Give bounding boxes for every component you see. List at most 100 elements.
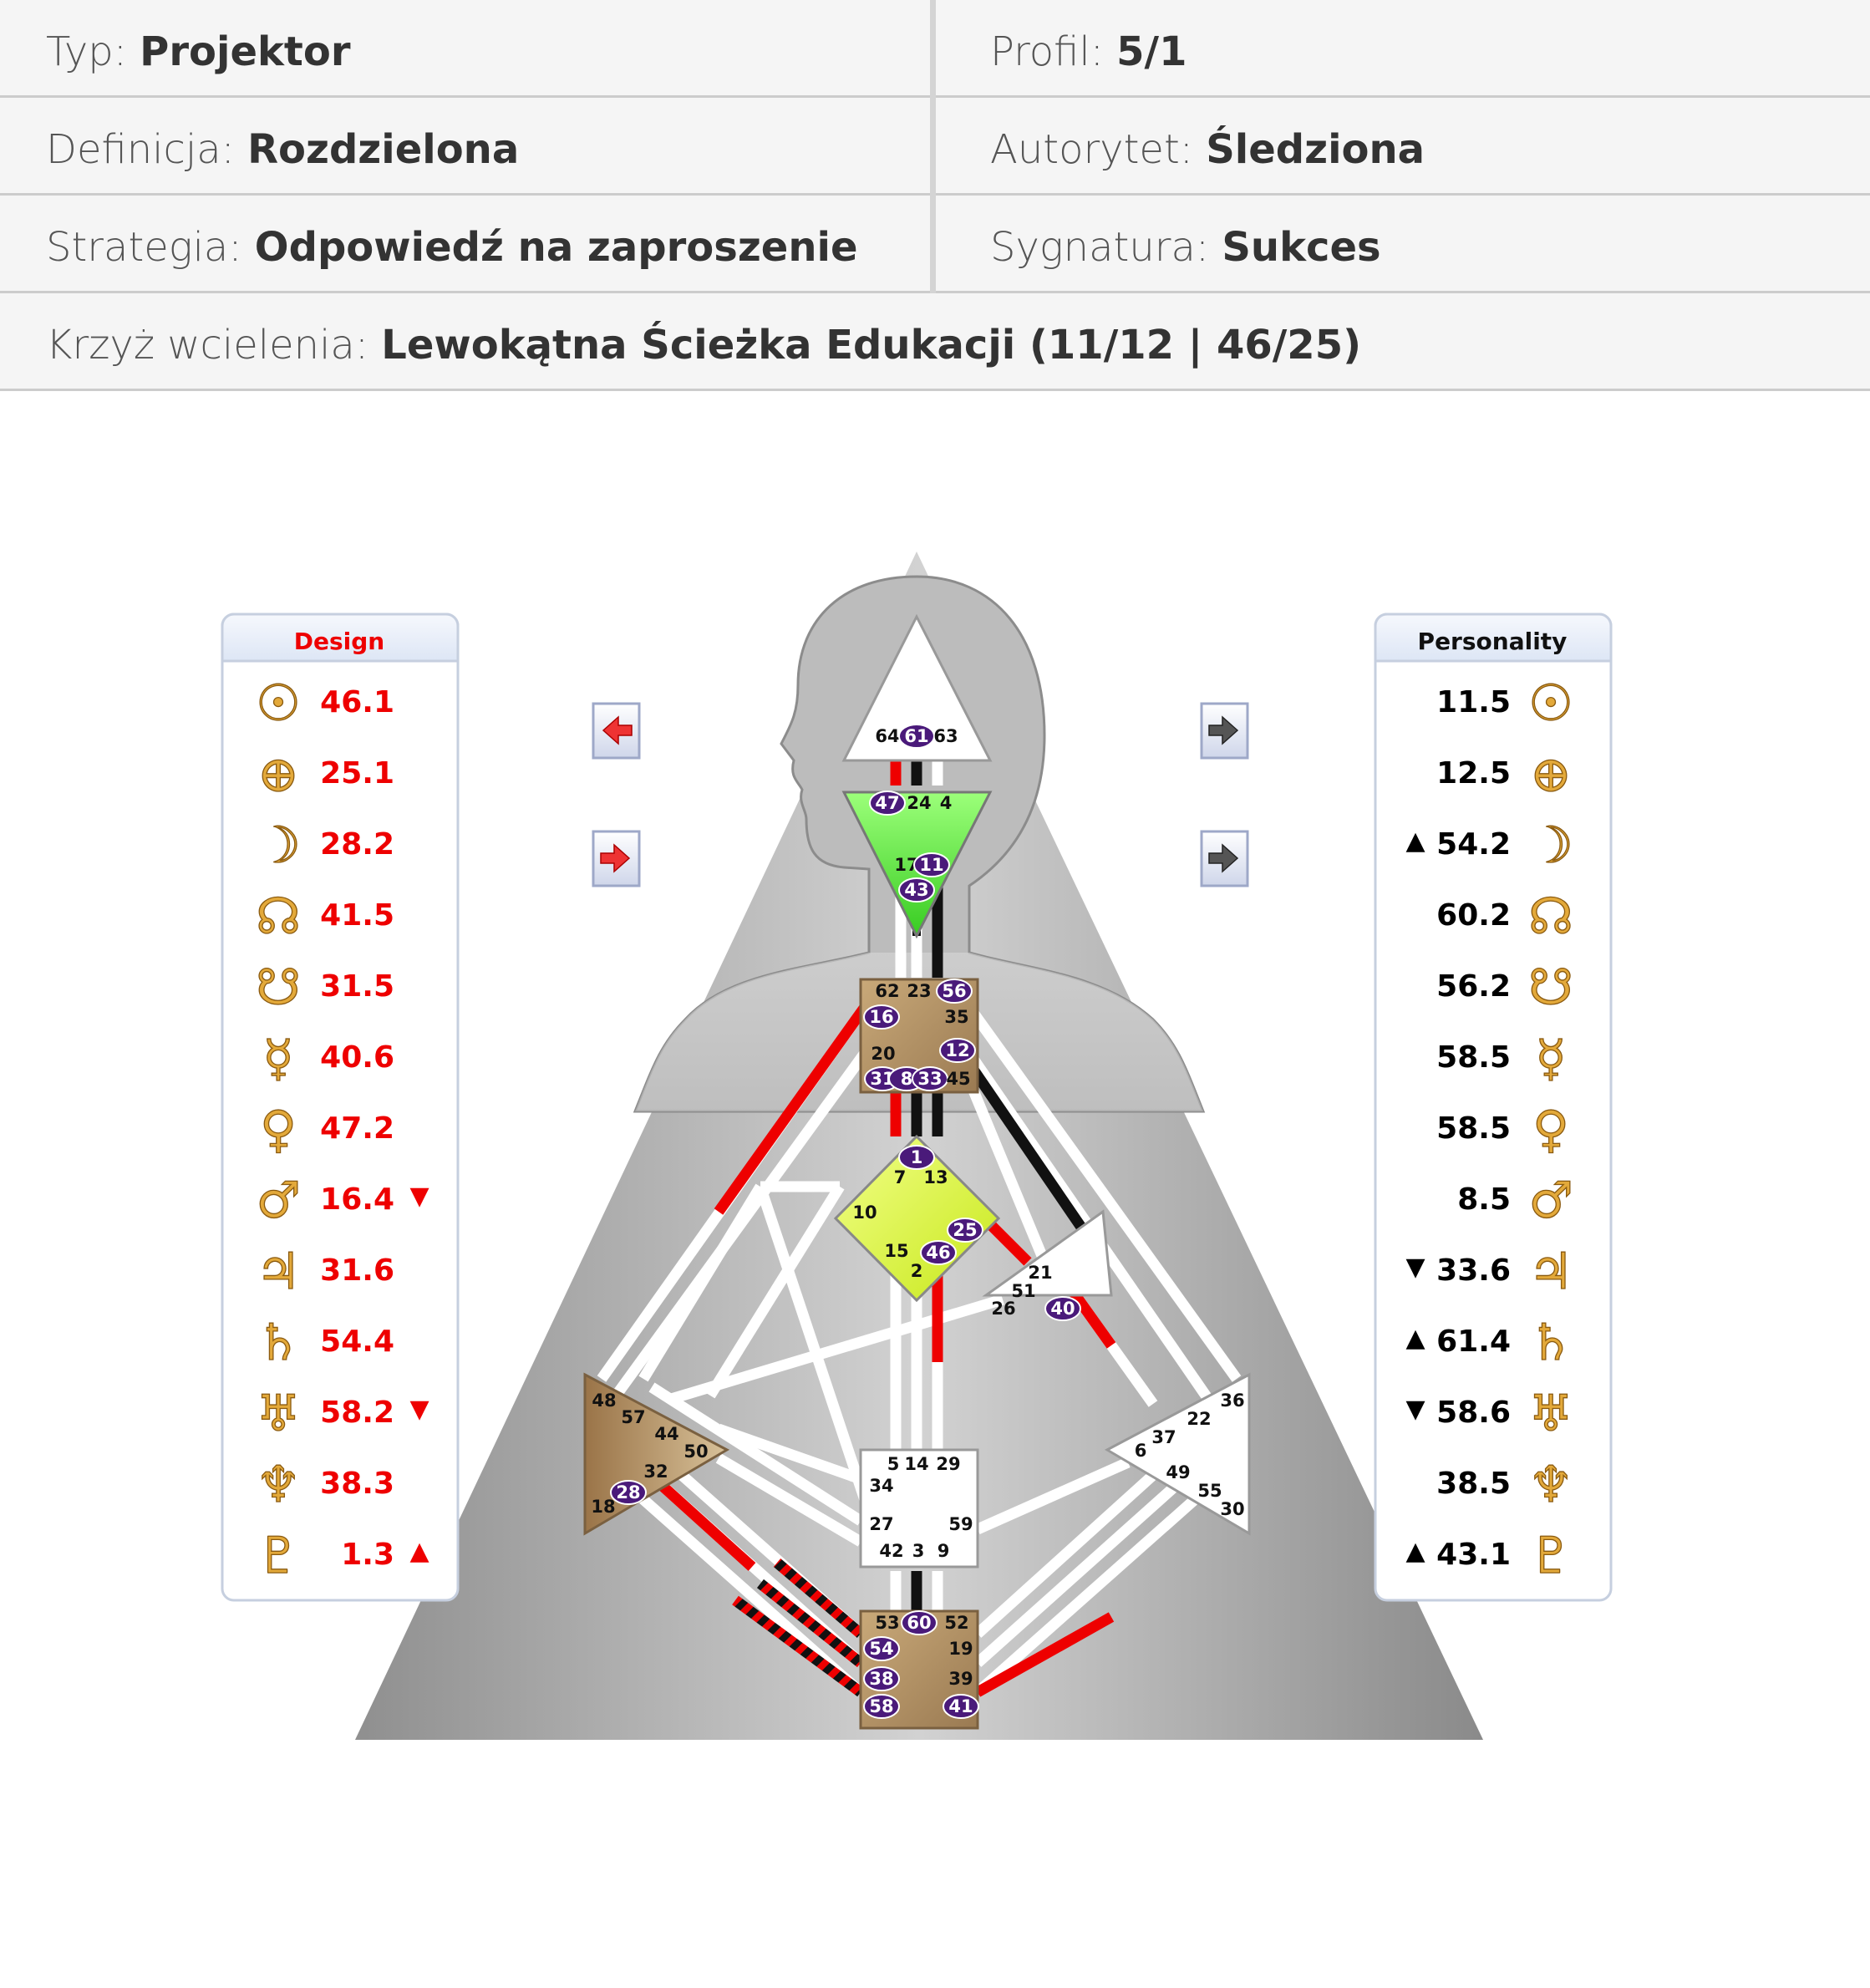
svg-text:61: 61	[904, 726, 928, 746]
gate-11: 11	[913, 852, 950, 877]
svg-text:53: 53	[875, 1613, 899, 1633]
design-row-saturn: ♄54.4	[255, 1313, 394, 1372]
gate-33: 33	[912, 1066, 948, 1091]
svg-text:16: 16	[869, 1007, 893, 1027]
design-next-button[interactable]	[592, 830, 641, 887]
personality-row-north-node: ☊60.2	[1436, 887, 1573, 946]
svg-text:41: 41	[948, 1696, 973, 1716]
gate-14: 14	[904, 1454, 928, 1474]
definition-cell: Definicja: Rozdzielona	[46, 126, 520, 173]
design-row-mars: ♂16.4▼	[255, 1171, 429, 1230]
north-node-icon: ☊	[1528, 887, 1573, 946]
gate-23: 23	[907, 981, 931, 1001]
svg-text:40: 40	[1050, 1299, 1075, 1319]
design-row-venus: ♀47.2	[259, 1100, 394, 1159]
gate-45: 45	[946, 1069, 970, 1089]
gate-30: 30	[1220, 1499, 1244, 1519]
svg-text:5: 5	[887, 1454, 900, 1474]
personality-value: 33.6	[1436, 1253, 1511, 1288]
gate-49: 49	[1166, 1462, 1190, 1482]
personality-value: 11.5	[1436, 685, 1511, 719]
svg-text:64: 64	[875, 726, 899, 746]
gate-1: 1	[898, 1145, 935, 1170]
gate-18: 18	[591, 1497, 615, 1517]
design-row-moon: ☽28.2	[255, 816, 394, 875]
column-divider	[930, 0, 936, 293]
gate-61: 61	[898, 724, 935, 749]
svg-text:37: 37	[1151, 1427, 1176, 1447]
gate-19: 19	[948, 1639, 973, 1659]
gate-60: 60	[901, 1610, 938, 1635]
mars-icon: ♂	[256, 1172, 301, 1230]
gate-32: 32	[643, 1462, 668, 1482]
profile-cell: Profil: 5/1	[990, 28, 1187, 75]
arrow-right-icon	[600, 843, 631, 873]
gate-6: 6	[1135, 1441, 1147, 1461]
design-prev-button[interactable]	[592, 702, 641, 760]
svg-text:28: 28	[616, 1482, 640, 1502]
design-value: 46.1	[320, 685, 394, 719]
arrow-up-icon: ▲	[1405, 1324, 1425, 1353]
personality-row-mars: ♂8.5	[1457, 1171, 1573, 1230]
personality-prev-button[interactable]	[1200, 702, 1249, 760]
gate-16: 16	[863, 1004, 900, 1030]
personality-next-button[interactable]	[1200, 830, 1249, 887]
design-value: 31.5	[320, 969, 394, 1004]
svg-text:60: 60	[907, 1613, 931, 1633]
gate-26: 26	[991, 1299, 1015, 1319]
svg-text:21: 21	[1028, 1263, 1052, 1283]
gate-7: 7	[894, 1167, 907, 1187]
svg-text:15: 15	[884, 1241, 908, 1261]
saturn-icon: ♄	[1528, 1314, 1573, 1372]
svg-text:35: 35	[944, 1007, 968, 1027]
design-value: 47.2	[320, 1111, 394, 1146]
personality-row-saturn: ♄ 61.4 ▲	[1405, 1313, 1573, 1372]
svg-text:4: 4	[940, 793, 953, 813]
personality-row-moon: ☽54.2▲	[1405, 816, 1573, 875]
gate-55: 55	[1197, 1481, 1222, 1501]
svg-text:62: 62	[875, 981, 899, 1001]
design-value: 16.4	[320, 1182, 394, 1217]
personality-row-earth: ⊕12.5	[1436, 745, 1573, 804]
personality-row-south-node: ☋56.2	[1436, 958, 1573, 1017]
jupiter-icon: ♃	[1528, 1243, 1573, 1301]
design-value: 31.6	[320, 1253, 394, 1288]
svg-text:50: 50	[683, 1441, 708, 1462]
svg-text:26: 26	[991, 1299, 1015, 1319]
personality-row-venus: ♀58.5	[1436, 1100, 1569, 1159]
gate-52: 52	[944, 1613, 968, 1633]
incarnation-cross-cell: Krzyż wcielenia: Lewokątna Ścieżka Eduka…	[46, 322, 1362, 369]
design-row-north-node: ☊41.5	[256, 887, 394, 946]
svg-text:57: 57	[621, 1407, 645, 1427]
svg-text:24: 24	[907, 793, 931, 813]
svg-text:39: 39	[948, 1669, 973, 1689]
gate-42: 42	[879, 1541, 903, 1561]
design-row-jupiter: ♃31.6	[255, 1242, 394, 1301]
head-center	[841, 613, 993, 762]
arrow-down-icon: ▼	[1405, 1395, 1425, 1424]
gate-40: 40	[1044, 1296, 1081, 1321]
personality-value: 61.4	[1436, 1324, 1511, 1359]
gate-51: 51	[1011, 1281, 1035, 1301]
svg-text:13: 13	[923, 1167, 948, 1187]
design-row-neptune: ♆38.3	[255, 1455, 394, 1514]
svg-text:33: 33	[917, 1069, 942, 1089]
gate-28: 28	[610, 1480, 647, 1505]
signature-cell: Sygnatura: Sukces	[990, 224, 1381, 271]
svg-text:20: 20	[871, 1044, 895, 1064]
design-value: 25.1	[320, 756, 394, 791]
design-value: 28.2	[320, 827, 394, 862]
arrow-down-icon: ▼	[409, 1395, 429, 1424]
gate-22: 22	[1187, 1409, 1211, 1429]
strategy-cell: Strategia: Odpowiedź na zaproszenie	[46, 224, 858, 271]
svg-text:34: 34	[869, 1476, 893, 1496]
south-node-icon: ☋	[256, 958, 300, 1017]
gate-5: 5	[887, 1454, 900, 1474]
gate-50: 50	[683, 1441, 708, 1462]
svg-text:38: 38	[869, 1669, 893, 1689]
personality-row-mercury: ☿58.5	[1436, 1029, 1567, 1088]
gate-64: 64	[875, 726, 899, 746]
svg-text:8: 8	[901, 1069, 913, 1089]
gate-15: 15	[884, 1241, 908, 1261]
